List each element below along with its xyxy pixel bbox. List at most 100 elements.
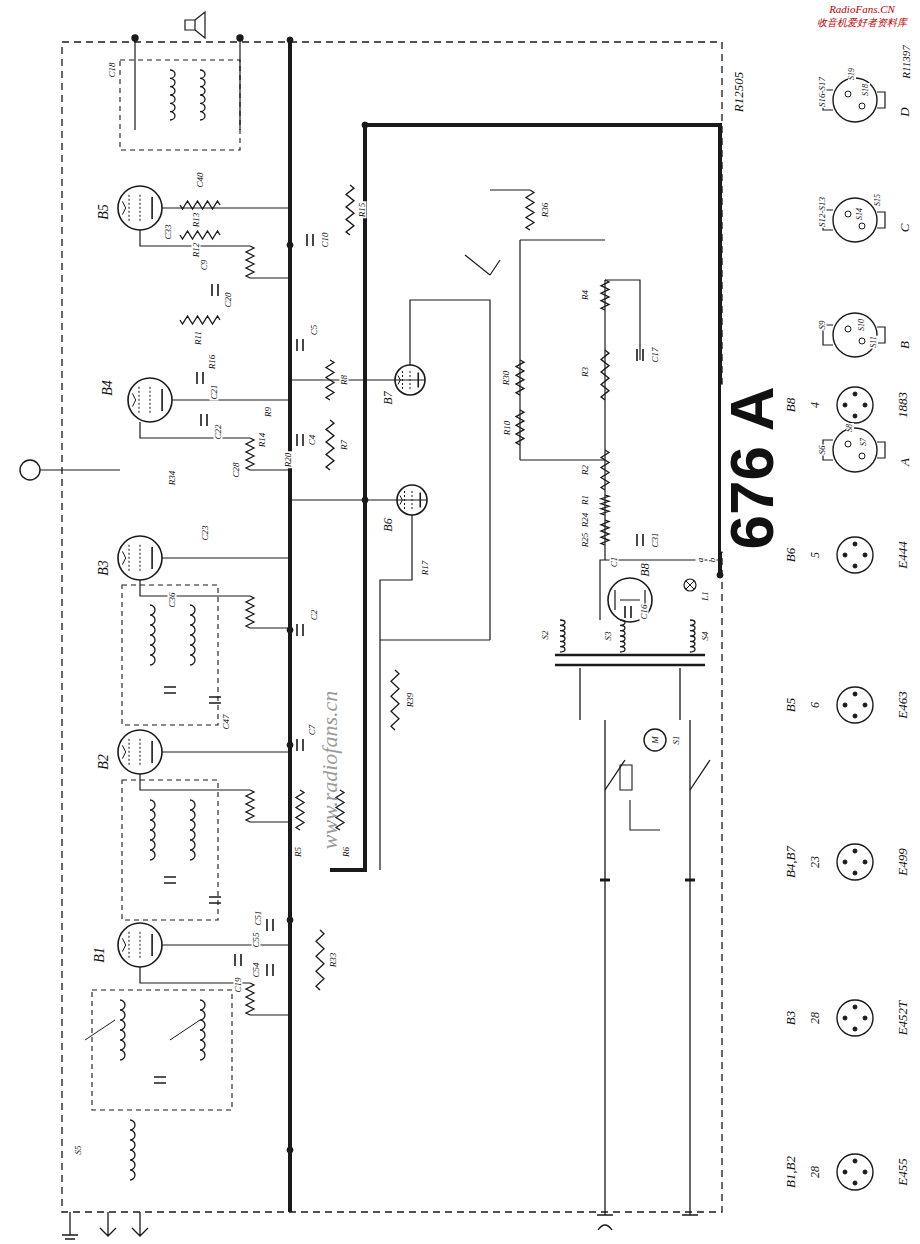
capacitor-symbol xyxy=(307,234,313,246)
component-label: R34 xyxy=(168,470,177,487)
coil-symbol xyxy=(120,1000,125,1060)
resistor-symbol xyxy=(601,520,609,545)
component-label: B6 xyxy=(382,517,394,532)
watermark-text: www.radiofans.cn xyxy=(319,690,341,851)
watermark-text: 收音机爱好者资料库 xyxy=(816,18,908,28)
wire xyxy=(604,280,605,560)
component-label: B8 xyxy=(639,562,651,577)
wire xyxy=(140,580,250,596)
base-pin xyxy=(853,871,857,875)
pin xyxy=(845,326,851,332)
capacitor-symbol xyxy=(637,534,643,546)
pin xyxy=(859,453,865,459)
wire xyxy=(250,821,290,822)
component-label: 5 xyxy=(809,551,821,559)
capacitor-symbol xyxy=(267,964,273,976)
component-label: R13 xyxy=(192,212,201,229)
base-pin xyxy=(853,564,857,568)
base-pin xyxy=(853,1159,857,1163)
tube-envelope xyxy=(128,378,172,422)
coil-symbol xyxy=(170,70,175,120)
component-label: R15 xyxy=(358,202,367,219)
component-label: a xyxy=(696,557,705,564)
capacitor-symbol xyxy=(297,434,303,446)
wire xyxy=(600,560,720,620)
tube-grid xyxy=(129,195,130,221)
component-label: B3 xyxy=(784,1010,797,1026)
wire xyxy=(250,277,290,278)
base-pin xyxy=(853,692,857,696)
tube-base xyxy=(837,1000,873,1036)
junction-dot xyxy=(287,917,293,923)
tube-envelope xyxy=(118,536,162,580)
tube-envelope xyxy=(118,923,162,967)
resistor-symbol xyxy=(296,790,304,830)
component-label: C9 xyxy=(200,259,209,272)
component-label: E499 xyxy=(896,847,909,876)
resistor-symbol xyxy=(346,185,354,235)
tube-heater xyxy=(122,938,125,951)
component-label: R4 xyxy=(581,289,590,301)
component-label: S8 xyxy=(846,423,854,433)
wire xyxy=(597,1214,698,1215)
component-label: R9 xyxy=(264,406,273,418)
component-label: R8 xyxy=(340,374,349,386)
tube-grid xyxy=(129,545,130,571)
base-pin xyxy=(843,860,847,864)
terminal xyxy=(237,35,243,41)
base-pin xyxy=(863,1016,867,1020)
switch-symbol xyxy=(465,255,500,275)
component-label: C5 xyxy=(310,324,319,337)
component-label: S7 xyxy=(860,437,868,447)
component-label: M xyxy=(651,735,660,745)
coil-symbol xyxy=(190,800,195,860)
component-label: B3 xyxy=(97,559,111,577)
wire xyxy=(140,774,250,790)
coil-symbol xyxy=(150,800,155,860)
component-label: R17 xyxy=(421,560,430,577)
resistor-symbol xyxy=(516,360,524,395)
base-pin xyxy=(843,1170,847,1174)
coil-symbol xyxy=(200,1000,205,1060)
component-label: E452T xyxy=(896,1000,909,1037)
capacitor-symbol xyxy=(197,372,203,384)
component-label: C16 xyxy=(640,603,649,620)
resistor-symbol xyxy=(326,360,334,400)
tube-grid xyxy=(140,932,141,958)
tube-grid xyxy=(140,195,141,221)
wire xyxy=(290,379,425,380)
component-label: R33 xyxy=(329,952,338,969)
component-label: B xyxy=(898,340,911,350)
component-label: S10 xyxy=(858,318,866,332)
base-pin xyxy=(863,1170,867,1174)
junction-dot xyxy=(287,742,293,748)
component-label: S3 xyxy=(604,631,613,642)
pin xyxy=(845,211,851,217)
component-label: S11 xyxy=(870,335,878,348)
base-pin xyxy=(853,714,857,718)
tube-anode xyxy=(151,934,153,956)
base-pin xyxy=(853,849,857,853)
component-label: C36 xyxy=(168,591,177,608)
component-label: C31 xyxy=(651,531,660,548)
wire xyxy=(250,627,290,628)
base-pin xyxy=(853,1027,857,1031)
component-label: C20 xyxy=(224,291,233,308)
component-label: B8 xyxy=(784,397,797,413)
base-pin xyxy=(853,1181,857,1185)
component-label: R14 xyxy=(258,432,267,449)
base-pin xyxy=(863,403,867,407)
wire xyxy=(520,240,605,460)
resistor-symbol xyxy=(316,930,324,990)
component-label: S5 xyxy=(74,1145,83,1156)
component-label: C22 xyxy=(214,423,223,440)
ht-bus xyxy=(330,125,722,870)
watermark-text: RadioFans.CN xyxy=(828,4,896,15)
resistor-symbol xyxy=(246,790,254,822)
resistor-symbol xyxy=(246,246,254,278)
wire xyxy=(172,399,290,400)
coil-symbol xyxy=(620,620,625,652)
screen-can xyxy=(122,585,218,725)
tube-grid xyxy=(129,932,130,958)
